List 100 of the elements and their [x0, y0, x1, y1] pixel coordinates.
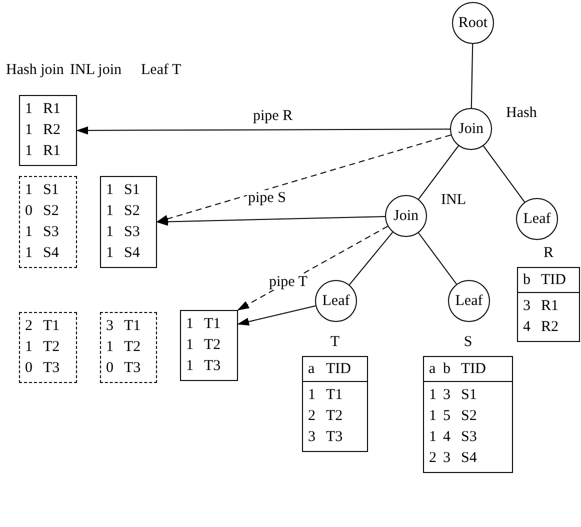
tuple-box [180, 310, 238, 381]
table-cell-text: 1 [25, 244, 34, 263]
table-cell-text: 3 [443, 449, 452, 468]
column-header: b [523, 271, 532, 289]
edge-label: pipe T [268, 274, 308, 290]
table-cell-text: S3 [461, 428, 478, 447]
table-cell-text: S2 [461, 407, 478, 426]
node-label: Leaf [455, 294, 483, 308]
dashed-tuple-box [19, 176, 77, 268]
column-header: a [308, 360, 316, 378]
table-cell-text: 1 [25, 181, 34, 200]
arrow [156, 134, 452, 223]
table-cell-text: R1 [43, 100, 62, 119]
table-cell-text: S1 [43, 181, 60, 200]
tree-edge [418, 145, 459, 200]
table-cell-text: T1 [204, 315, 222, 334]
table-cell-text: S4 [43, 244, 60, 263]
table-cell-text: 0 [25, 359, 34, 378]
table-cell-text: S3 [43, 223, 60, 242]
dashed-tuple-box [19, 312, 77, 383]
table-cell-text: 2 [429, 449, 438, 468]
table-cell-text: 1 [429, 428, 438, 447]
table-cell-text: 1 [25, 142, 34, 161]
table-cell-text: 2 [308, 407, 316, 426]
column-heading: INL join [70, 62, 122, 78]
table-cell-text: S1 [461, 386, 478, 405]
table-cell-text: 1 [25, 223, 34, 242]
table-cell-text: S2 [43, 202, 60, 221]
table-cell-text: 1 [106, 223, 114, 242]
table-cell-text: T2 [43, 338, 61, 357]
tree-edge [470, 44, 474, 108]
table-cell-text: T3 [124, 359, 142, 378]
table-cell-text: 3 [308, 428, 316, 447]
tuple-box [19, 95, 77, 166]
table-cell-text: 1 [308, 386, 316, 405]
column-header: TID [461, 360, 487, 378]
tree-edge [482, 145, 526, 203]
table-cell-text: 1 [186, 336, 194, 355]
table-cell-text: R1 [43, 142, 62, 161]
tuple-box [302, 356, 368, 452]
node-label: Root [458, 16, 488, 30]
table-cell-text: R1 [541, 297, 560, 316]
table-cell-text: T1 [43, 317, 61, 336]
column-header: a [429, 360, 437, 378]
table-cell-text: R2 [43, 121, 62, 140]
column-header: b [443, 360, 452, 378]
table-cell-text: T3 [326, 428, 344, 447]
column-header: TID [326, 360, 352, 378]
column-header: TID [541, 271, 567, 289]
table-cell-text: 1 [106, 338, 114, 357]
table-caption: R [543, 244, 554, 263]
table-cell-text: 1 [429, 386, 438, 405]
table-cell-text: T2 [124, 338, 142, 357]
table-cell-text: T1 [124, 317, 142, 336]
table-cell-text: T2 [326, 407, 344, 426]
node-label: Leaf [322, 294, 350, 308]
table-cell-text: 2 [25, 317, 34, 336]
table-cell-text: 1 [186, 315, 194, 334]
table-cell-text: 4 [523, 318, 532, 337]
table-cell-text: 4 [443, 428, 452, 447]
column-heading: Hash join [6, 62, 64, 78]
table-cell-text: 3 [106, 317, 114, 336]
table-cell-text: 0 [25, 202, 34, 221]
table-cell-text: T3 [204, 357, 222, 376]
tree-edge [348, 232, 394, 286]
table-cell-text: 1 [186, 357, 194, 376]
edge-label: pipe S [247, 190, 287, 206]
table-cell-text: 1 [25, 338, 34, 357]
table-cell-text: S3 [124, 223, 141, 242]
tuple-box [423, 356, 513, 473]
table-caption: S [464, 333, 472, 352]
tuple-box [517, 267, 580, 342]
table-cell-text: S2 [124, 202, 141, 221]
table-cell-text: 1 [429, 407, 438, 426]
node-label: Join [393, 208, 418, 224]
arrow [237, 305, 316, 326]
table-cell-text: 1 [106, 244, 114, 263]
table-cell-text: 1 [25, 100, 34, 119]
edge-label: pipe R [252, 108, 294, 124]
node-annotation: INL [441, 193, 466, 208]
dashed-tuple-box [100, 312, 157, 383]
node-annotation: Hash [506, 106, 537, 121]
table-cell-text: S1 [124, 181, 141, 200]
node-label: Join [458, 122, 484, 136]
arrow [76, 126, 450, 134]
table-cell-text: 3 [443, 386, 452, 405]
node-label: Leaf [523, 212, 551, 226]
table-caption: T [330, 333, 340, 352]
column-heading: Leaf T [141, 62, 182, 78]
tree-edge [418, 232, 457, 285]
arrow [156, 216, 386, 226]
table-cell-text: 1 [106, 181, 114, 200]
table-cell-text: T1 [326, 386, 344, 405]
table-cell-text: R2 [541, 318, 560, 337]
table-cell-text: 5 [443, 407, 452, 426]
table-cell-text: 1 [25, 121, 34, 140]
table-cell-text: 1 [106, 202, 114, 221]
table-cell-text: T2 [204, 336, 222, 355]
table-cell-text: 0 [106, 359, 114, 378]
table-cell-text: S4 [461, 449, 478, 468]
